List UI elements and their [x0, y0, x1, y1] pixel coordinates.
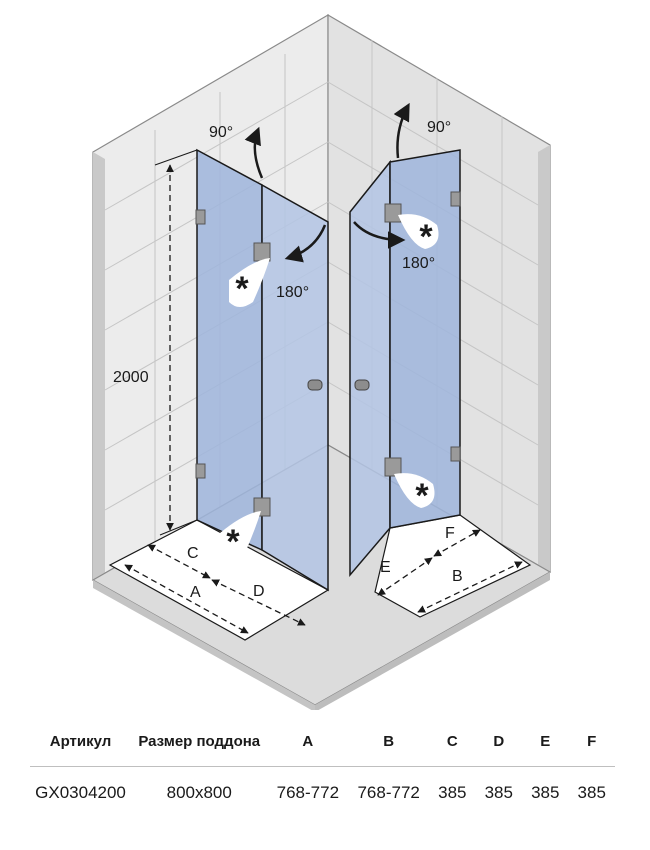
- right-shower-panels: [349, 149, 461, 578]
- table-row: GX0304200 800x800 768-772 768-772 385 38…: [30, 766, 615, 819]
- dimension-label-e: E: [380, 559, 391, 576]
- spec-table-header-row: Артикул Размер поддона A B C D E F: [30, 716, 615, 767]
- header-article: Артикул: [49, 732, 112, 750]
- header-b: B: [383, 732, 395, 750]
- cell-tray-size: 800x800: [131, 766, 268, 819]
- arrow-icon: [244, 126, 264, 179]
- left-wall-edge: [93, 152, 105, 585]
- left-shower-panels: [195, 148, 329, 592]
- cell-a: 768-772: [267, 766, 349, 819]
- right-wall-edge: [538, 145, 550, 578]
- dimension-label-d: D: [253, 583, 265, 600]
- height-label: 2000: [113, 369, 149, 386]
- arrow-icon: [353, 221, 406, 249]
- asterisk-icon: *: [394, 473, 435, 515]
- height-dimension: [154, 149, 198, 536]
- asterisk-icon: *: [398, 214, 439, 256]
- dimension-label-f: F: [445, 525, 455, 542]
- svg-text:*: *: [235, 270, 249, 308]
- svg-text:*: *: [415, 477, 429, 515]
- hinge: [384, 203, 402, 223]
- cell-e: 385: [522, 766, 569, 819]
- hinge: [195, 209, 206, 225]
- dimension-label-c: C: [187, 545, 199, 562]
- asterisk-icon: *: [229, 258, 270, 308]
- shower-installation-diagram: * * * * 90° 1: [91, 13, 552, 710]
- header-tray-size: Размер поддона: [138, 732, 261, 750]
- header-c: C: [446, 732, 458, 750]
- cell-d: 385: [475, 766, 523, 819]
- rotation-arrows: [244, 102, 410, 263]
- cell-article: GX0304200: [30, 766, 132, 819]
- dimension-label-a: A: [190, 584, 201, 601]
- door-knob: [307, 379, 323, 391]
- cell-f: 385: [568, 766, 615, 819]
- arrow-icon: [393, 102, 410, 159]
- angle-label: 90°: [427, 119, 451, 136]
- header-d: D: [493, 732, 505, 750]
- diagram-labels: 90° 180° 90° 180° 2000 C A D E F B: [113, 119, 463, 601]
- spec-table: Артикул Размер поддона A B C D E F GX030…: [30, 716, 615, 819]
- dimension-label-b: B: [452, 568, 463, 585]
- header-f: F: [587, 732, 597, 750]
- cell-c: 385: [429, 766, 476, 819]
- hinge: [253, 242, 271, 262]
- angle-label: 90°: [209, 124, 233, 141]
- asterisk-markers: * * * *: [220, 214, 439, 561]
- hinge: [384, 457, 402, 477]
- hinge: [195, 463, 206, 479]
- hinge: [450, 191, 461, 207]
- header-e: E: [540, 732, 551, 750]
- header-a: A: [302, 732, 314, 750]
- asterisk-icon: *: [220, 511, 261, 561]
- left-fixed-panel: [196, 148, 263, 552]
- door-knob: [354, 379, 370, 391]
- right-fixed-panel: [389, 149, 461, 529]
- arrow-icon: [284, 224, 327, 263]
- svg-text:*: *: [419, 218, 433, 256]
- cell-b: 768-772: [348, 766, 430, 819]
- svg-text:*: *: [226, 523, 240, 561]
- angle-label: 180°: [402, 255, 435, 272]
- left-folding-panel: [261, 183, 329, 592]
- hinge: [450, 446, 461, 462]
- floor-dimensions: [124, 529, 523, 634]
- angle-label: 180°: [276, 284, 309, 301]
